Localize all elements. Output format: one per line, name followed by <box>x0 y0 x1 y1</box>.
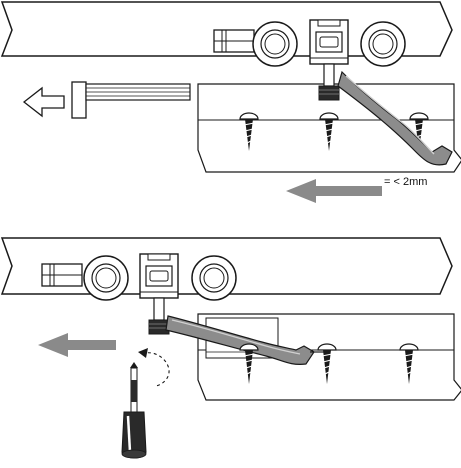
top-locking-plate <box>71 81 191 119</box>
bottom-screw-3 <box>399 343 419 384</box>
bottom-trolley <box>41 253 237 335</box>
top-direction-arrow <box>286 179 382 203</box>
bottom-wheel-right <box>191 255 237 301</box>
bottom-center-block <box>139 253 179 299</box>
top-bracket <box>337 70 453 166</box>
top-screw-1 <box>239 112 259 151</box>
bottom-bolt <box>148 297 170 335</box>
bottom-panel <box>0 237 461 459</box>
top-outline-arrow <box>22 86 65 118</box>
screwdriver-icon <box>121 362 147 459</box>
top-screw-2 <box>319 112 339 151</box>
top-wheel-right <box>360 21 406 67</box>
top-bolt <box>318 63 340 101</box>
bottom-direction-arrow <box>38 333 116 357</box>
bottom-screw-2 <box>317 343 337 384</box>
top-center-block <box>309 19 349 65</box>
rotation-arrow <box>138 348 170 387</box>
top-trolley <box>213 19 406 101</box>
top-panel <box>0 1 461 203</box>
top-wheel-left <box>252 21 298 67</box>
bottom-bracket <box>165 315 324 365</box>
bottom-wheel-left <box>83 255 129 301</box>
bottom-screw-1 <box>239 343 259 384</box>
tolerance-label: = < 2mm <box>384 176 427 188</box>
